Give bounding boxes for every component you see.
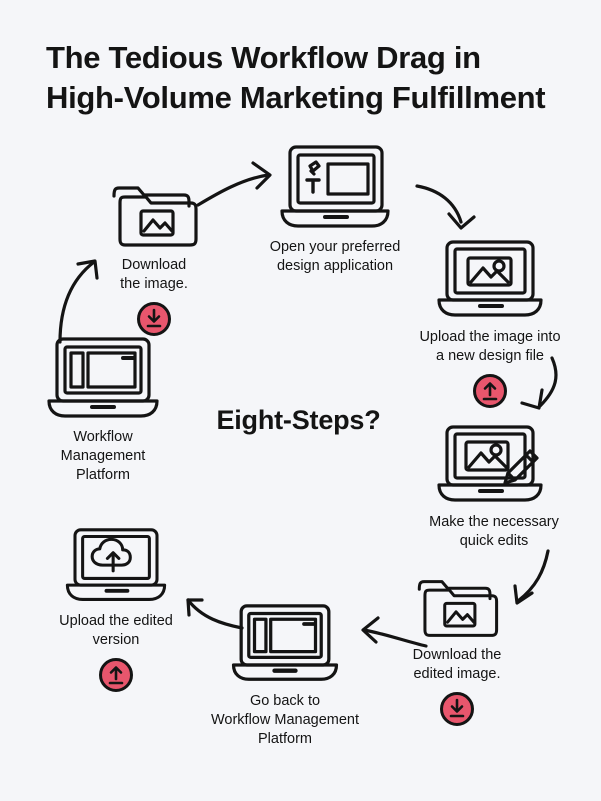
laptop-design-tools-icon [280, 145, 390, 228]
step-upload-edited-version: Upload the edited version [36, 526, 196, 693]
step-workflow-management-platform: Workflow Management Platform [26, 334, 180, 485]
step-caption: Upload the image into a new design file [419, 329, 561, 364]
download-badge-icon [137, 301, 171, 336]
laptop-dashboard-icon [47, 337, 159, 418]
folder-image-icon [112, 186, 198, 247]
arrow-download-to-design-app [196, 161, 272, 207]
step-download-the-image: Download the image. [96, 182, 212, 337]
step-caption: Download the edited image. [412, 647, 502, 682]
download-badge-icon [440, 691, 474, 726]
laptop-image-icon [437, 240, 543, 317]
arrow-platform-to-download [58, 259, 99, 344]
page-title-line-1: The Tedious Workflow Drag in [46, 40, 481, 75]
laptop-dashboard-icon [231, 604, 339, 681]
folder-image-icon [417, 580, 499, 637]
arrow-goback-to-upload-edited [186, 598, 244, 630]
page-title: The Tedious Workflow Drag in High-Volume… [46, 38, 586, 117]
arrow-upload-to-edits [520, 356, 558, 410]
step-caption: Make the necessary quick edits [429, 514, 559, 549]
upload-badge-icon [473, 373, 507, 408]
arrow-design-app-to-upload [415, 184, 476, 230]
step-make-quick-edits: Make the necessary quick edits [404, 423, 584, 551]
step-go-back-to-workflow-platform: Go back to Workflow Management Platform [196, 600, 374, 749]
step-caption: Open your preferred design application [269, 239, 401, 274]
step-caption: Upload the edited version [59, 613, 173, 648]
step-caption: Download the image. [120, 257, 188, 292]
step-caption: Workflow Management Platform [60, 429, 146, 483]
center-question-label: Eight-Steps? [216, 405, 381, 435]
step-upload-image-new-design-file: Upload the image into a new design file [400, 238, 580, 409]
arrow-edits-to-download-edited [513, 549, 550, 605]
upload-badge-icon [99, 657, 133, 692]
step-caption: Go back to Workflow Management Platform [210, 693, 360, 747]
page-title-line-2: High-Volume Marketing Fulfillment [46, 79, 546, 115]
laptop-image-pencil-icon [437, 425, 543, 502]
step-open-design-application: Open your preferred design application [246, 142, 424, 276]
arrow-download-edited-to-goback [361, 616, 428, 648]
step-download-edited-image: Download the edited image. [392, 576, 522, 727]
laptop-cloud-upload-icon [65, 528, 167, 601]
